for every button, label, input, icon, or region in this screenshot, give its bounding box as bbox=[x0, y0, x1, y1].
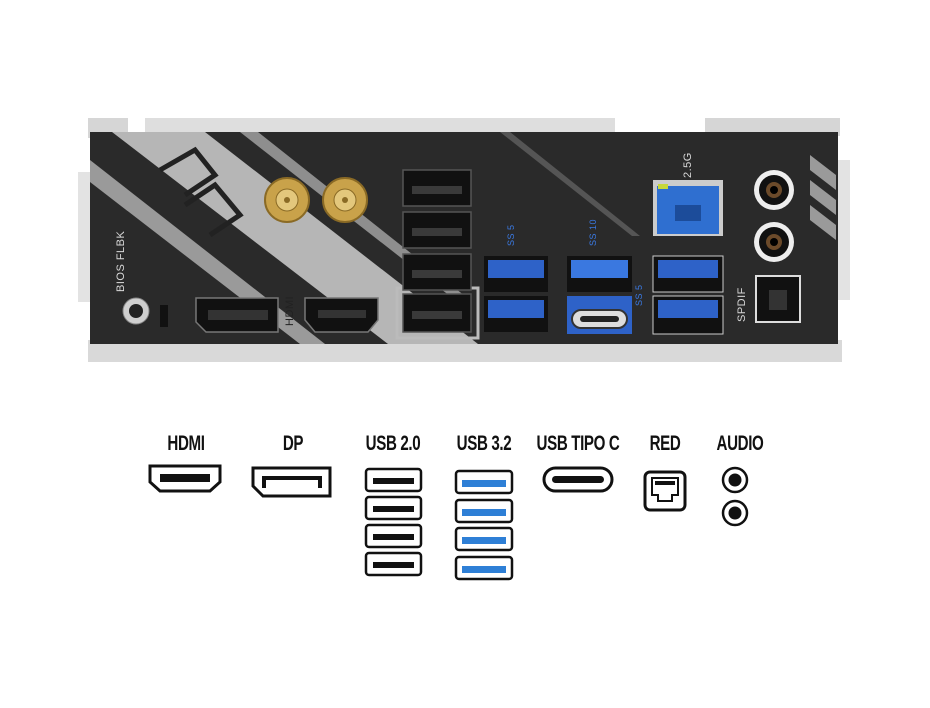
audio-jack-icon bbox=[721, 466, 749, 527]
audio-jack bbox=[754, 170, 794, 210]
ethernet-port bbox=[653, 180, 723, 236]
stripe-mark bbox=[810, 205, 836, 240]
io-panel-graphic bbox=[78, 118, 850, 362]
bios-button-center bbox=[129, 304, 143, 318]
bracket-tab bbox=[705, 118, 840, 136]
legend-label-dp: DP bbox=[282, 432, 304, 455]
io-panel-image: BIOS FLBK HDMI 2.5G SPDIF SS 5 SS 10 SS … bbox=[78, 118, 850, 362]
bracket-bottom bbox=[88, 340, 842, 362]
displayport-port bbox=[195, 297, 279, 333]
diagonal-line bbox=[500, 132, 640, 236]
wifi-antenna-connector bbox=[322, 177, 368, 223]
usb3-icon bbox=[454, 469, 514, 581]
legend-label-red: RED bbox=[649, 432, 681, 455]
stripe-mark bbox=[810, 180, 836, 215]
usb3-port-pair bbox=[652, 255, 724, 335]
usb3-10g-port bbox=[567, 256, 632, 292]
series-logo bbox=[158, 146, 244, 238]
legend-label-usbc: USB TIPO C bbox=[536, 432, 620, 455]
usb-c-port bbox=[567, 296, 632, 334]
legend-label-usb3: USB 3.2 bbox=[456, 432, 512, 455]
ethernet-icon bbox=[643, 470, 687, 512]
usb-c-icon bbox=[542, 466, 614, 493]
bios-led bbox=[160, 305, 168, 327]
legend-label-hdmi: HDMI bbox=[167, 432, 205, 455]
stripe-mark bbox=[810, 155, 836, 190]
spdif-port bbox=[755, 275, 801, 323]
audio-jack bbox=[754, 222, 794, 262]
displayport-icon bbox=[251, 466, 332, 498]
usb3-port-pair bbox=[484, 256, 548, 332]
hdmi-port bbox=[304, 297, 379, 333]
bracket-side-left bbox=[78, 172, 92, 302]
bracket-top bbox=[145, 118, 615, 136]
legend-label-audio: AUDIO bbox=[716, 432, 764, 455]
wifi-antenna-connector bbox=[264, 177, 310, 223]
legend-label-usb2: USB 2.0 bbox=[365, 432, 421, 455]
hdmi-icon bbox=[148, 464, 222, 493]
usb2-icon bbox=[364, 467, 423, 577]
bracket-side-right bbox=[836, 160, 850, 300]
